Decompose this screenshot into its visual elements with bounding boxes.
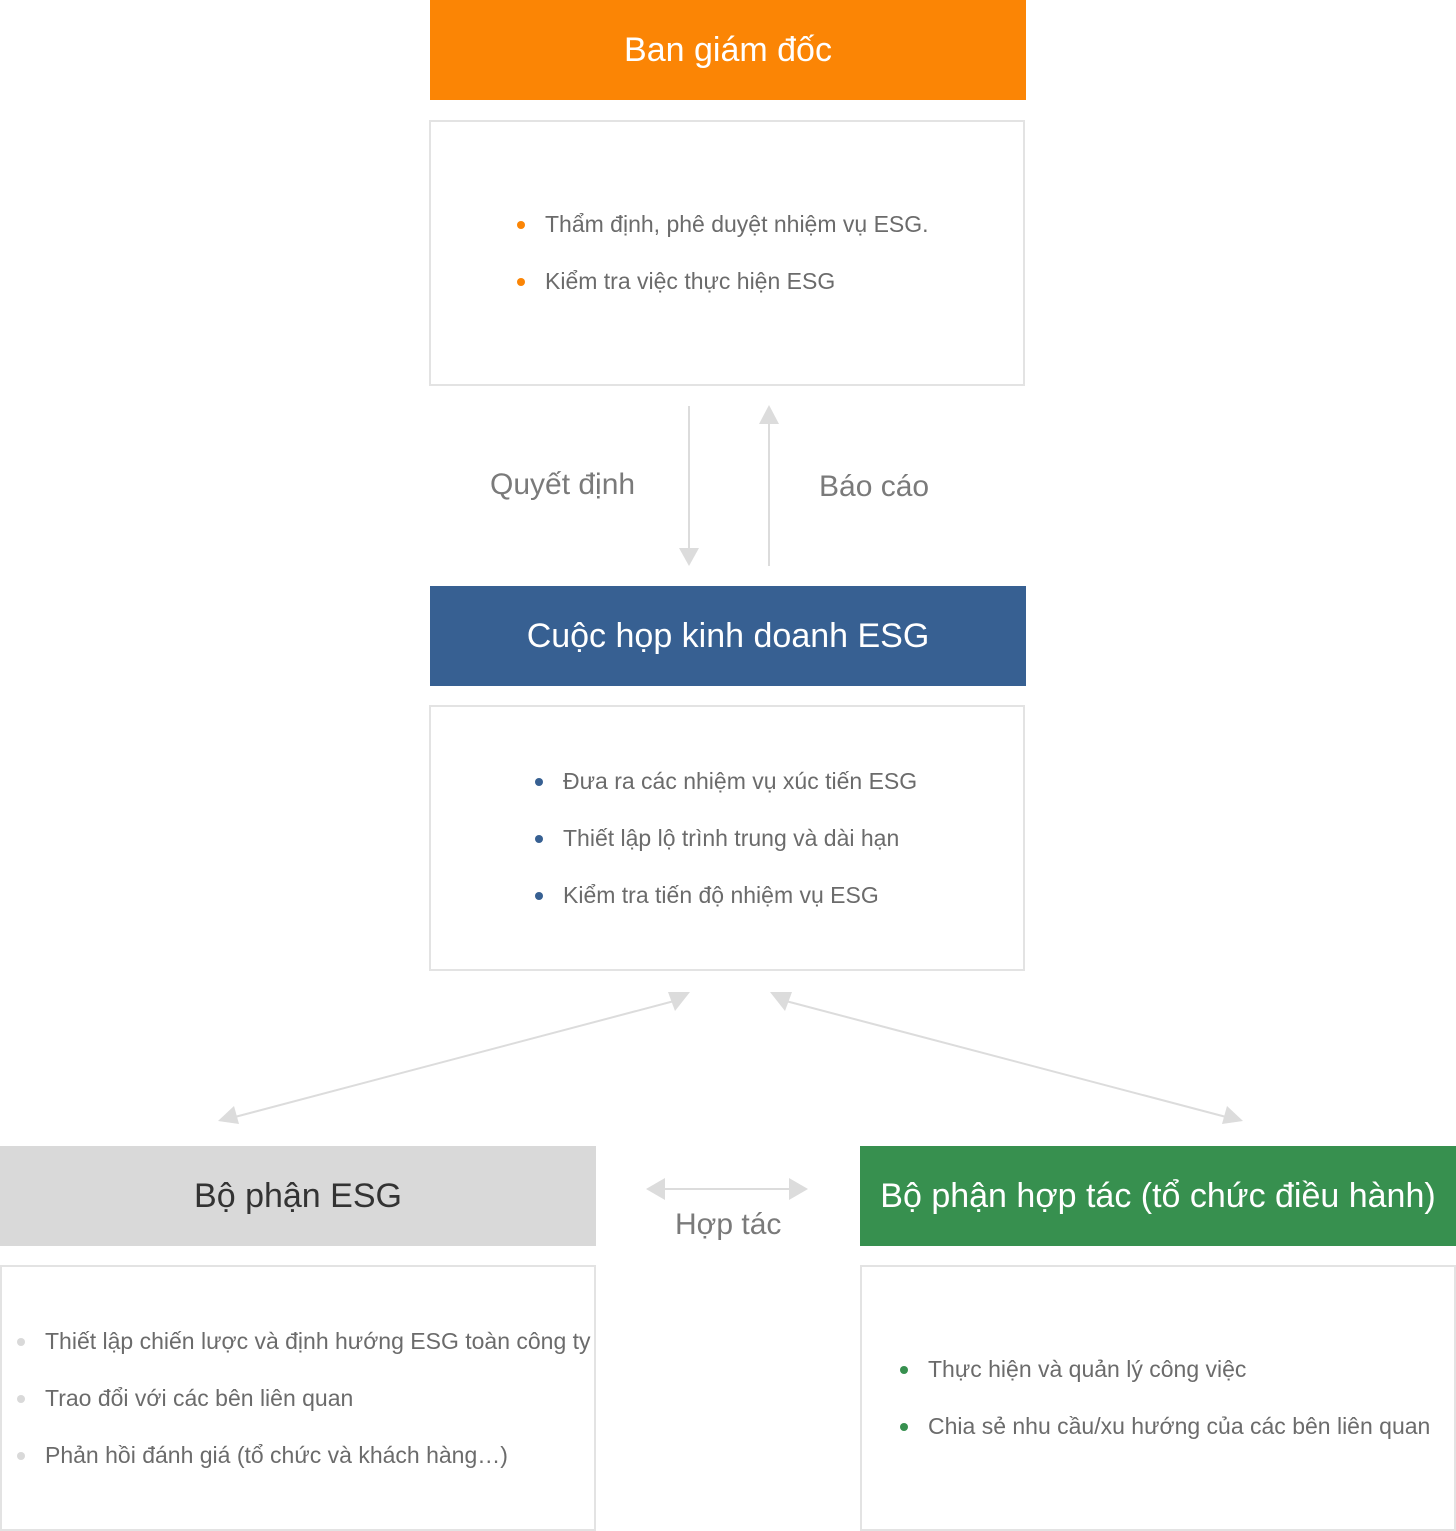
list-item: Chia sẻ nhu cầu/xu hướng của các bên liê… xyxy=(900,1398,1430,1455)
coop-dept-items: Thực hiện và quản lý công việc Chia sẻ n… xyxy=(900,1341,1430,1455)
esg-dept-header: Bộ phận ESG xyxy=(0,1146,596,1246)
decision-label: Quyết định xyxy=(490,468,636,501)
list-item: Thiết lập lộ trình trung và dài hạn xyxy=(535,810,917,867)
meeting-items: Đưa ra các nhiệm vụ xúc tiến ESG Thiết l… xyxy=(535,753,917,924)
list-item: Kiểm tra tiến độ nhiệm vụ ESG xyxy=(535,867,917,924)
coop-dept-header: Bộ phận hợp tác (tổ chức điều hành) xyxy=(860,1146,1456,1246)
list-item: Thẩm định, phê duyệt nhiệm vụ ESG. xyxy=(517,196,929,253)
list-item: Trao đổi với các bên liên quan xyxy=(17,1370,591,1427)
list-item: Đưa ra các nhiệm vụ xúc tiến ESG xyxy=(535,753,917,810)
esg-dept-items: Thiết lập chiến lược và định hướng ESG t… xyxy=(17,1313,591,1484)
report-label: Báo cáo xyxy=(819,470,930,503)
board-header: Ban giám đốc xyxy=(430,0,1026,100)
board-title: Ban giám đốc xyxy=(624,30,832,69)
meeting-coop-dept-arrow xyxy=(770,992,1243,1124)
board-details-box: Thẩm định, phê duyệt nhiệm vụ ESG. Kiểm … xyxy=(429,120,1025,386)
meeting-details-box: Đưa ra các nhiệm vụ xúc tiến ESG Thiết l… xyxy=(429,705,1025,971)
meeting-esg-dept-arrow xyxy=(218,992,690,1124)
esg-dept-title: Bộ phận ESG xyxy=(194,1176,402,1215)
meeting-title: Cuộc họp kinh doanh ESG xyxy=(526,616,930,655)
list-item: Phản hồi đánh giá (tổ chức và khách hàng… xyxy=(17,1427,591,1484)
meeting-header: Cuộc họp kinh doanh ESG xyxy=(430,586,1026,686)
coop-dept-details-box: Thực hiện và quản lý công việc Chia sẻ n… xyxy=(860,1265,1456,1531)
report-arrow xyxy=(759,405,779,566)
board-items: Thẩm định, phê duyệt nhiệm vụ ESG. Kiểm … xyxy=(517,196,929,310)
list-item: Thiết lập chiến lược và định hướng ESG t… xyxy=(17,1313,591,1370)
list-item: Kiểm tra việc thực hiện ESG xyxy=(517,253,929,310)
cooperation-label: Hợp tác xyxy=(675,1208,782,1241)
cooperation-arrow xyxy=(646,1178,808,1200)
esg-dept-details-box: Thiết lập chiến lược và định hướng ESG t… xyxy=(0,1265,596,1531)
decision-arrow xyxy=(679,406,699,566)
list-item: Thực hiện và quản lý công việc xyxy=(900,1341,1430,1398)
coop-dept-title: Bộ phận hợp tác (tổ chức điều hành) xyxy=(880,1176,1436,1215)
